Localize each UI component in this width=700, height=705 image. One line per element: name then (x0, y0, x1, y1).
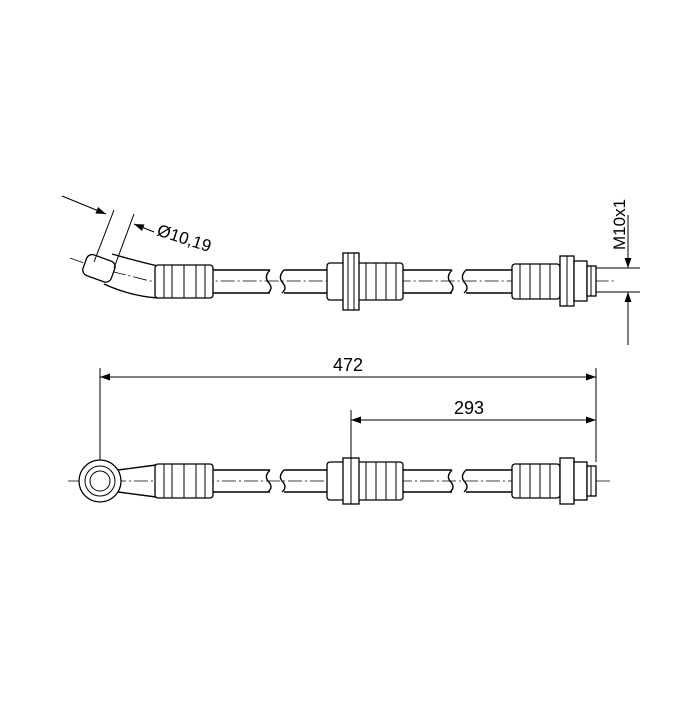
bore-diameter-dimension: Ø10,19 (61, 195, 214, 269)
thread-dimension: M10x1 (596, 199, 640, 345)
overall-length-dimension: 472 (99, 355, 597, 462)
bottom-right-fitting (511, 457, 597, 505)
bottom-central-bracket-fitting (326, 457, 404, 505)
top-central-bracket-fitting (326, 252, 404, 311)
bottom-ferrule-left (154, 463, 214, 499)
top-ferrule-left (154, 264, 214, 299)
center-offset-label: 293 (454, 398, 484, 418)
top-view: Ø10,19 M10x1 (61, 195, 640, 345)
bottom-hose-segment-2 (403, 469, 512, 493)
bottom-hose-segment-1 (213, 469, 327, 493)
bottom-banjo-eye (78, 459, 157, 503)
bore-diameter-label: Ø10,19 (155, 221, 214, 256)
top-hose-segment-1 (213, 269, 327, 294)
overall-length-label: 472 (333, 355, 363, 375)
center-offset-dimension: 293 (350, 398, 596, 458)
top-bent-end-fitting (82, 253, 159, 299)
thread-label: M10x1 (610, 199, 629, 250)
top-right-fitting (511, 255, 597, 307)
bottom-view: 472 293 (68, 355, 612, 505)
top-hose-segment-2 (403, 269, 512, 294)
